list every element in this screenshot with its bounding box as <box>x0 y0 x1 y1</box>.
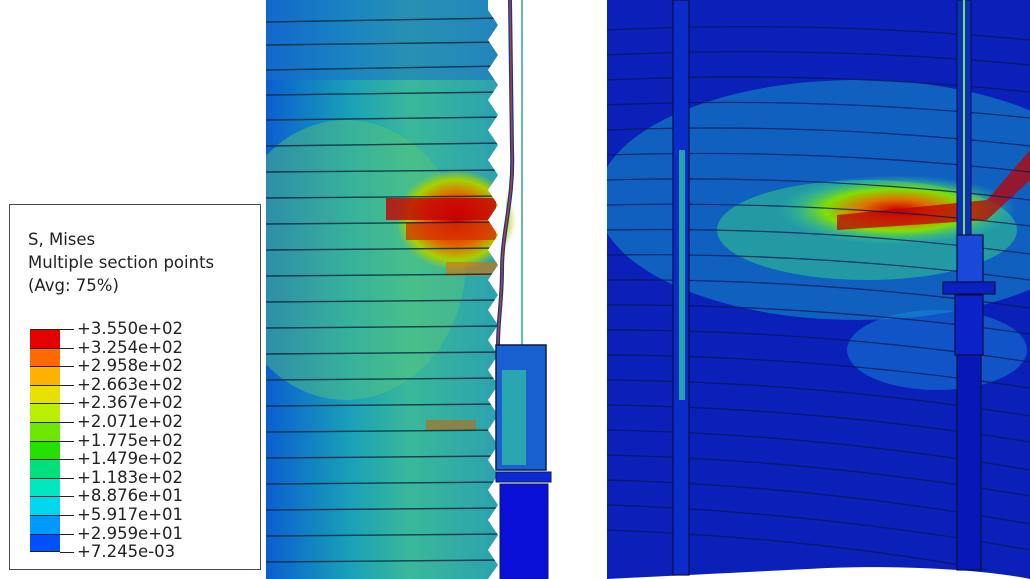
legend-value: +1.183e+02 <box>77 467 184 487</box>
legend-tick <box>60 329 74 330</box>
legend-tick <box>60 384 74 386</box>
legend-value: +8.876e+01 <box>77 486 184 506</box>
legend-swatch <box>30 477 60 497</box>
legend-value: +2.959e+01 <box>77 523 184 543</box>
legend-tick <box>60 366 74 368</box>
legend-tick <box>60 347 74 349</box>
legend-swatch <box>30 347 60 367</box>
fea-contour-right-svg <box>607 0 1030 579</box>
legend-swatch <box>30 329 60 348</box>
legend-title-section: Multiple section points <box>28 253 215 272</box>
legend-swatch <box>30 403 60 422</box>
legend-swatch <box>30 514 60 534</box>
legend-tick <box>60 477 74 479</box>
legend-swatch <box>30 496 60 515</box>
legend-swatch <box>30 384 60 404</box>
legend-value: +2.071e+02 <box>77 412 184 431</box>
legend-swatch <box>30 421 60 441</box>
legend-value: +1.775e+02 <box>77 430 184 450</box>
legend-title-avg: (Avg: 75%) <box>28 276 119 295</box>
legend-value: +3.550e+02 <box>77 319 184 338</box>
legend-value: +1.479e+02 <box>77 449 184 469</box>
legend-tick <box>60 552 74 554</box>
fea-view-right <box>607 0 1030 579</box>
legend-tick <box>60 403 74 405</box>
legend-tick <box>60 533 74 535</box>
contour-legend: S, Mises Multiple section points (Avg: 7… <box>9 204 261 570</box>
legend-tick <box>60 515 74 516</box>
legend-value: +5.917e+01 <box>77 505 184 524</box>
legend-value: +2.958e+02 <box>77 356 184 376</box>
fea-contour-left-svg <box>266 0 552 579</box>
legend-swatch <box>30 533 60 553</box>
legend-value: +2.367e+02 <box>77 393 184 413</box>
legend-color-scale <box>30 329 60 553</box>
legend-tick <box>60 459 74 461</box>
legend-tick <box>60 422 74 423</box>
legend-swatch <box>30 459 60 478</box>
legend-value: +7.245e-03 <box>77 542 176 562</box>
legend-tick <box>60 440 74 442</box>
legend-title-variable: S, Mises <box>28 230 96 249</box>
fea-view-left <box>266 0 566 579</box>
legend-tick <box>60 496 74 498</box>
legend-value: +3.254e+02 <box>77 337 184 357</box>
legend-swatch <box>30 366 60 385</box>
legend-value: +2.663e+02 <box>77 374 184 394</box>
legend-swatch <box>30 440 60 460</box>
